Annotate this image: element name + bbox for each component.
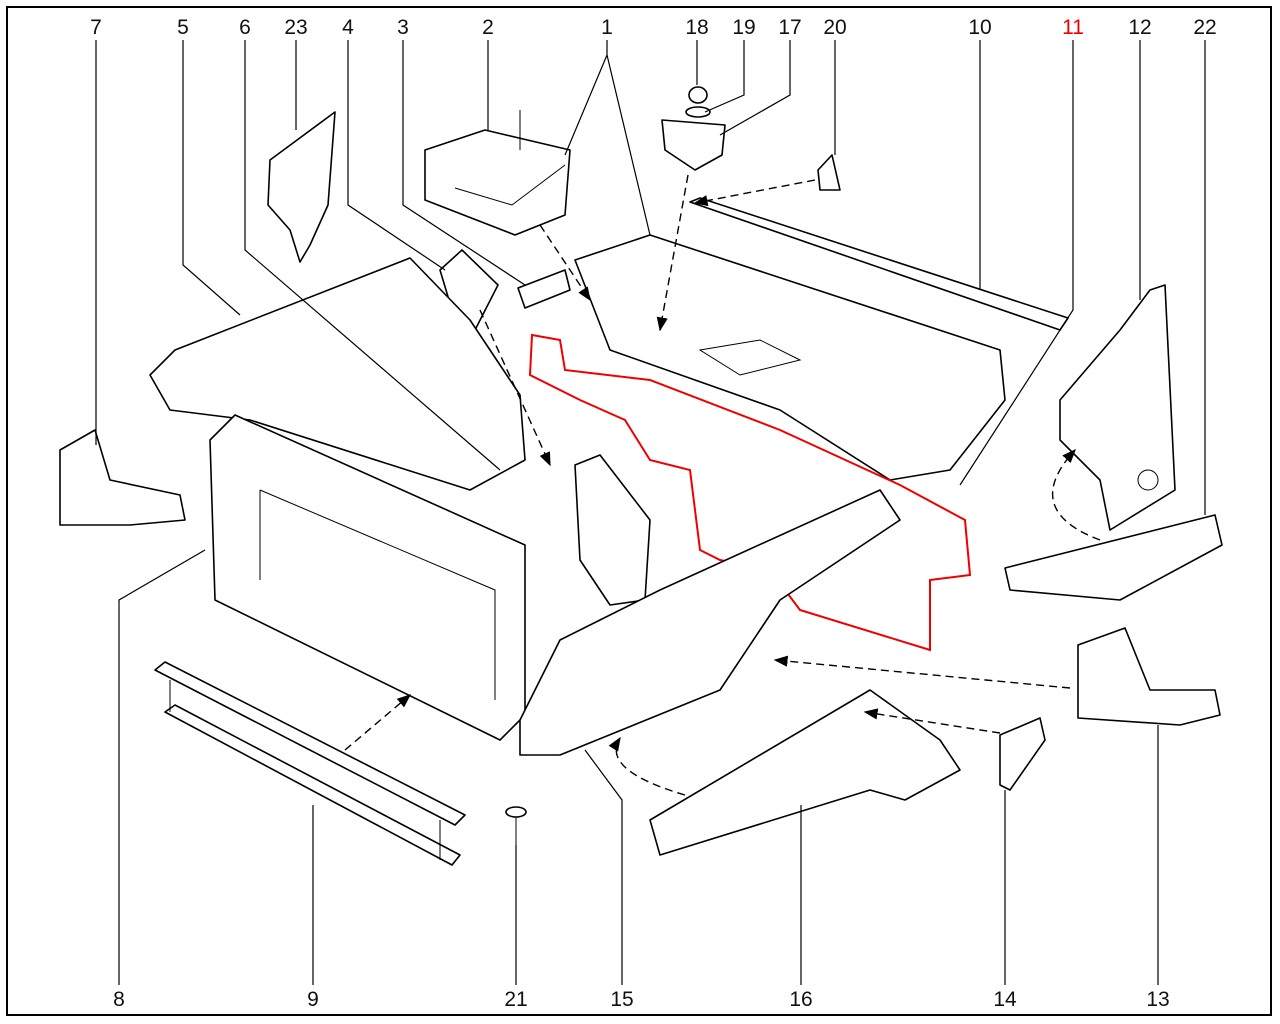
part-7-bracket (59, 429, 186, 526)
callout-16: 16 (789, 988, 812, 1011)
callout-17: 17 (778, 16, 801, 39)
callout-3: 3 (397, 16, 409, 39)
part-13-bracket (1077, 627, 1221, 726)
callout-8: 8 (113, 988, 125, 1011)
part-20-clip (817, 154, 841, 191)
callout-19: 19 (732, 16, 755, 39)
part-1-cowl-panel (574, 234, 1006, 481)
part-9-bumper-beam (154, 661, 466, 866)
callout-1: 1 (601, 16, 613, 39)
part-16-lower-rail (649, 689, 961, 856)
diagram-frame (6, 6, 1272, 1016)
part-12-side-panel (1059, 284, 1176, 531)
part-23-bracket (267, 111, 336, 263)
part-2-battery-tray (424, 110, 571, 236)
part-17-mount (661, 119, 726, 171)
part-21-bolt (505, 806, 527, 845)
part-19-washer (685, 106, 711, 118)
part-3-bracket (517, 269, 571, 309)
callout-11-highlighted: 11 (1062, 16, 1084, 39)
callout-10: 10 (968, 16, 991, 39)
callout-6: 6 (239, 16, 251, 39)
top-callouts: 7 5 6 23 4 3 2 1 18 19 17 20 10 11 12 22 (90, 16, 1217, 39)
assembly-arrows (344, 174, 1101, 796)
part-15-side-member (519, 489, 901, 756)
callout-7: 7 (90, 16, 102, 39)
callout-12: 12 (1128, 16, 1151, 39)
callout-20: 20 (823, 16, 846, 39)
callout-2: 2 (482, 16, 494, 39)
callout-5: 5 (177, 16, 189, 39)
callout-13: 13 (1146, 988, 1169, 1011)
callout-18: 18 (685, 16, 708, 39)
callout-22: 22 (1193, 16, 1216, 39)
bottom-callouts: 8 9 21 15 16 14 13 (113, 988, 1170, 1011)
part-5-floor-apron (149, 257, 526, 491)
callout-15: 15 (610, 988, 633, 1011)
part-18-nut (688, 86, 708, 104)
callout-4: 4 (342, 16, 354, 39)
leader-lines (95, 40, 1206, 985)
part-6-crossmember (574, 454, 651, 606)
callout-21: 21 (504, 988, 527, 1011)
part-22-rail (1004, 514, 1223, 601)
callout-23: 23 (284, 16, 307, 39)
part-11-bulkhead-highlighted (528, 333, 972, 652)
part-14-bracket (999, 717, 1046, 791)
callout-14: 14 (993, 988, 1017, 1011)
callout-9: 9 (307, 988, 319, 1011)
